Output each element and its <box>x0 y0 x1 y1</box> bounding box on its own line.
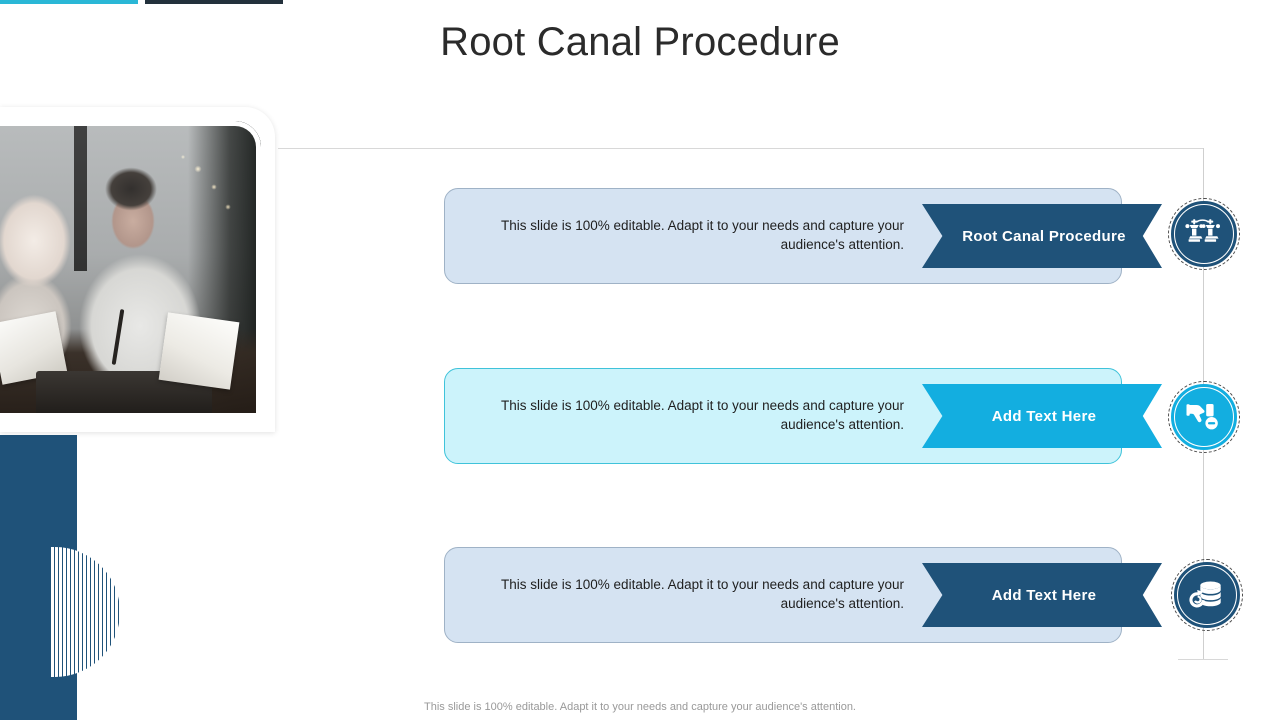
row-2-description: This slide is 100% editable. Adapt it to… <box>501 398 904 432</box>
content-bottom-divider <box>1178 659 1228 660</box>
photo-pen <box>111 309 125 365</box>
row-2-dashed-ring <box>1168 381 1240 453</box>
row-2-ribbon[interactable]: Add Text Here <box>922 384 1162 448</box>
photo-image <box>0 121 261 418</box>
row-1-ribbon[interactable]: Root Canal Procedure <box>922 204 1162 268</box>
chess-pieces-icon <box>1175 205 1233 263</box>
thumbs-down-minus-icon <box>1175 388 1233 446</box>
row-3-ribbon-label: Add Text Here <box>991 586 1097 604</box>
content-row-1[interactable]: This slide is 100% editable. Adapt it to… <box>444 188 1162 286</box>
photo-doorframe <box>74 121 87 271</box>
decorative-striped-halfcircle <box>50 547 120 677</box>
hero-photo <box>0 107 275 432</box>
content-top-divider <box>278 148 1203 149</box>
top-accent-bar-dark <box>145 0 283 4</box>
row-3-icon-badge[interactable] <box>1171 559 1243 631</box>
row-3-dashed-ring <box>1171 559 1243 631</box>
row-1-ribbon-label: Root Canal Procedure <box>962 227 1126 245</box>
row-3-ribbon[interactable]: Add Text Here <box>922 563 1162 627</box>
row-1-dashed-ring <box>1168 198 1240 270</box>
row-2-icon-badge[interactable] <box>1168 381 1240 453</box>
photo-frame-inner <box>0 121 261 418</box>
top-accent-bar-cyan <box>0 0 138 4</box>
content-row-3[interactable]: This slide is 100% editable. Adapt it to… <box>444 547 1162 645</box>
footer-note: This slide is 100% editable. Adapt it to… <box>424 701 856 713</box>
page-title: Root Canal Procedure <box>440 20 840 64</box>
row-1-icon-badge[interactable] <box>1168 198 1240 270</box>
row-1-ribbon-shape <box>922 204 1162 268</box>
database-refresh-icon <box>1178 566 1236 624</box>
photo-book-right <box>158 312 240 390</box>
content-row-2[interactable]: This slide is 100% editable. Adapt it to… <box>444 368 1162 466</box>
row-1-description: This slide is 100% editable. Adapt it to… <box>501 218 904 252</box>
row-3-ribbon-shape <box>922 563 1162 627</box>
row-2-ribbon-label: Add Text Here <box>991 407 1097 425</box>
row-2-ribbon-shape <box>922 384 1162 448</box>
row-3-description: This slide is 100% editable. Adapt it to… <box>501 577 904 611</box>
